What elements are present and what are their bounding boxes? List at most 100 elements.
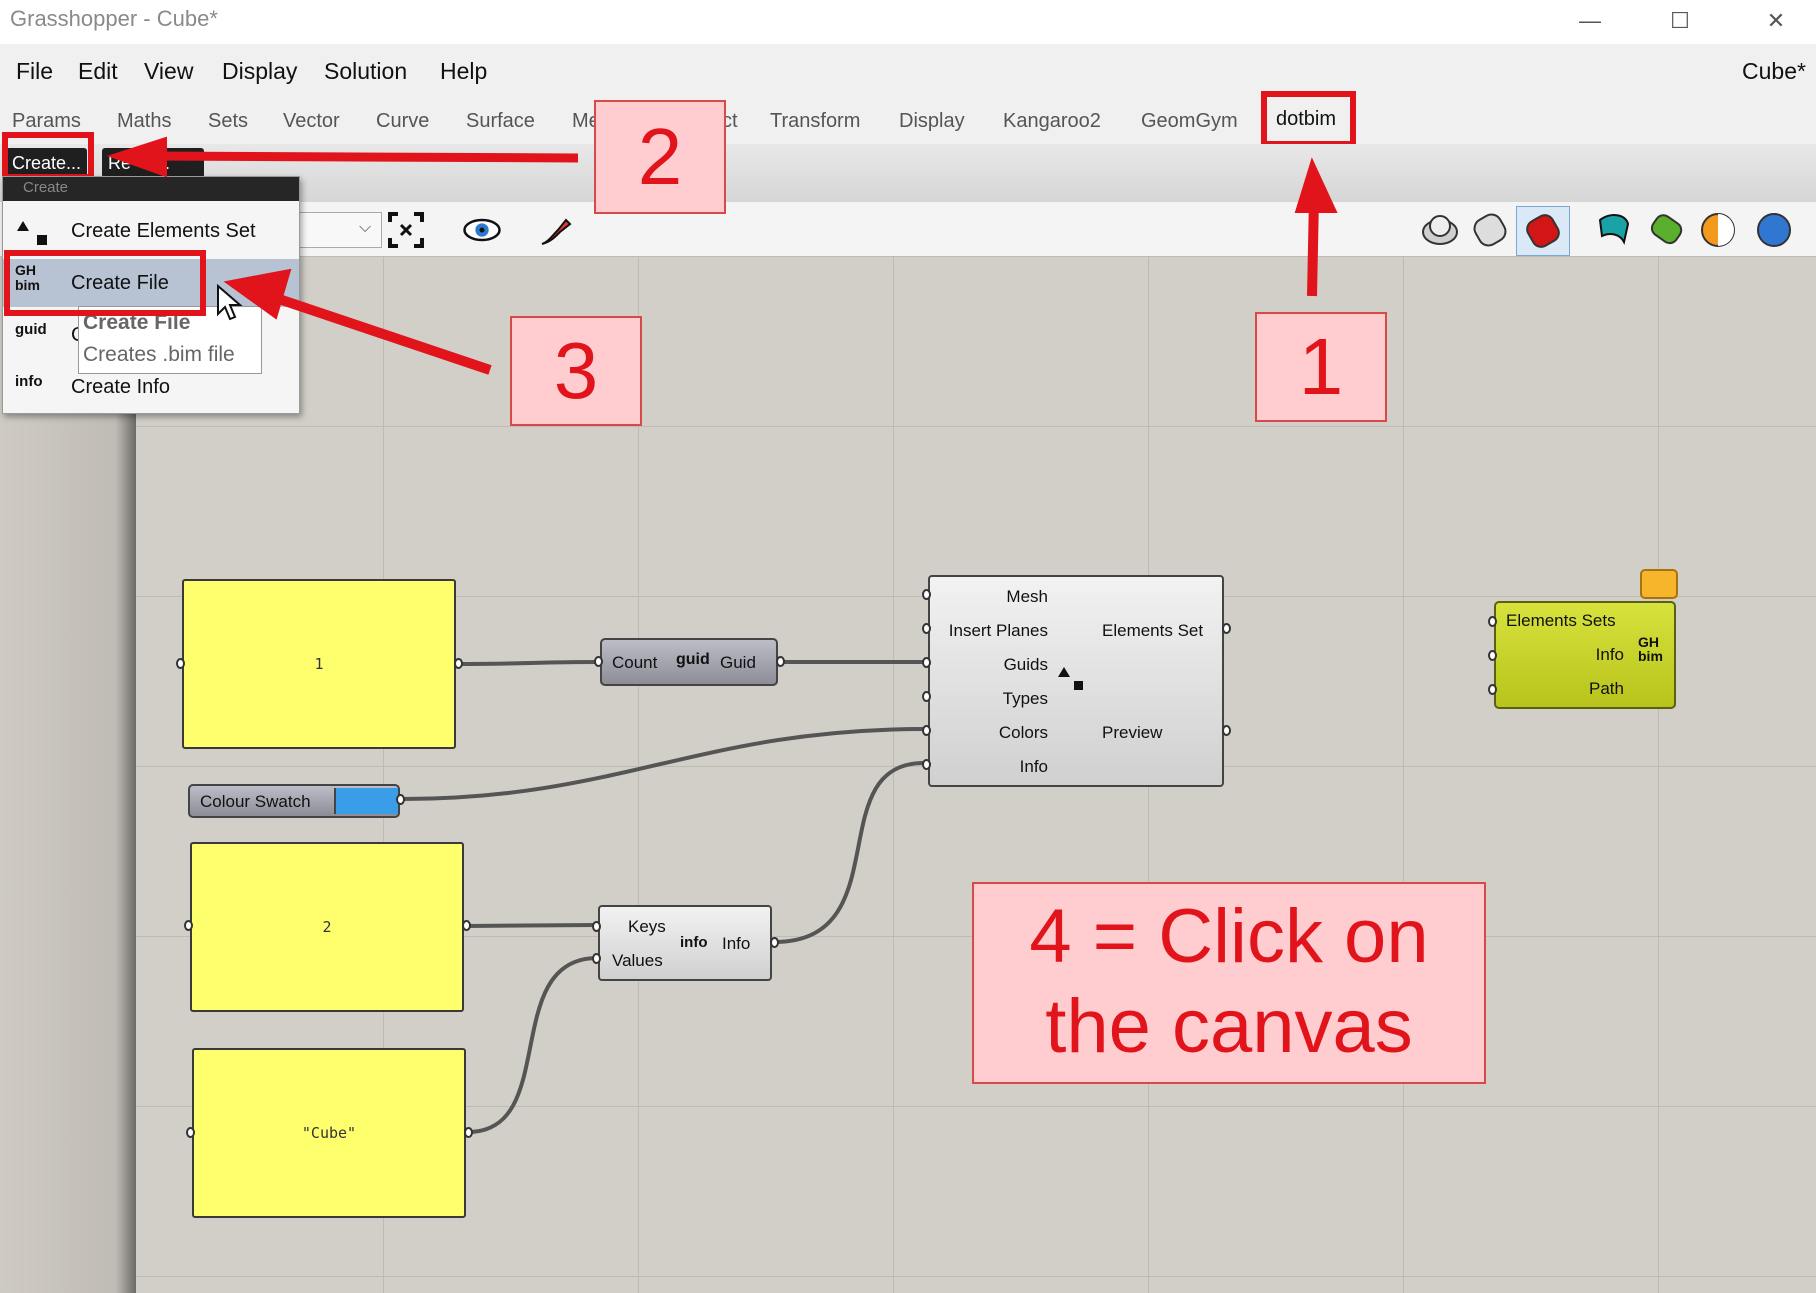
menu-display[interactable]: Display — [222, 58, 298, 84]
title-bar: Grasshopper - Cube* — ☐ ✕ — [0, 0, 1816, 44]
tab-mesh[interactable]: Me — [572, 110, 600, 132]
tab-kangaroo2[interactable]: Kangaroo2 — [1003, 110, 1101, 132]
preview-selected-icon — [1526, 214, 1560, 248]
menu-create-elements-set[interactable]: Create Elements Set — [3, 207, 299, 255]
callout-step-4: 4 = Click on the canvas — [972, 882, 1486, 1084]
minimize-button[interactable]: — — [1579, 8, 1601, 33]
guid-node-output-port[interactable] — [776, 656, 785, 667]
tooltip-title: Create File — [83, 311, 191, 334]
colour-swatch-color[interactable] — [334, 788, 398, 814]
canvas-left-shadow — [0, 256, 136, 1293]
highlight-dotbim-tab — [1261, 91, 1356, 147]
guid-icon: guid — [15, 321, 47, 338]
gh-bim-icon: GH bim — [15, 262, 40, 293]
elements-set-icon — [1058, 667, 1083, 690]
panel2-input-port[interactable] — [184, 920, 193, 931]
tab-transform[interactable]: Transform — [770, 110, 861, 132]
input-insert-planes-port[interactable] — [922, 623, 931, 634]
zoom-combo[interactable]: ⌵ — [296, 212, 382, 248]
menu-solution[interactable]: Solution — [324, 58, 408, 84]
green-mesh-icon[interactable] — [1646, 210, 1686, 250]
guid-node-input-label: Count — [612, 653, 658, 672]
warning-balloon-icon[interactable] — [1640, 569, 1678, 599]
panel3-input-port[interactable] — [186, 1127, 195, 1138]
panel1-input-port[interactable] — [176, 658, 185, 669]
sketch-pen-icon[interactable] — [536, 210, 576, 250]
read-group-button[interactable]: Re... — [102, 148, 204, 178]
create-elements-set-node[interactable]: Mesh Insert Planes Guids Types Colors In… — [928, 575, 1224, 787]
bim-input-elements-sets-port[interactable] — [1488, 616, 1497, 627]
bim-input-info-port[interactable] — [1488, 650, 1497, 661]
menu-create-elements-set-label: Create Elements Set — [71, 220, 256, 242]
panel3-output-port[interactable] — [464, 1127, 473, 1138]
bim-input-path-port[interactable] — [1488, 684, 1497, 695]
menu-file[interactable]: File — [16, 58, 54, 84]
orange-sphere-icon[interactable] — [1698, 210, 1738, 250]
info-node-keys-label: Keys — [628, 917, 666, 936]
colour-swatch-label: Colour Swatch — [200, 792, 311, 811]
panel2-output-port[interactable] — [462, 920, 471, 931]
bim-input-path-label: Path — [1589, 679, 1624, 698]
tab-geomgym[interactable]: GeomGym — [1141, 110, 1238, 132]
blue-polysurface-icon[interactable] — [1754, 210, 1794, 250]
callout-step-1: 1 — [1255, 312, 1387, 422]
component-tabs: Params Maths Sets Vector Curve Surface M… — [0, 94, 1816, 145]
menu-create-info-label: Create Info — [71, 376, 170, 398]
callout-step-4-line1: 4 = Click on — [1029, 894, 1429, 979]
teal-surface-icon[interactable] — [1594, 210, 1634, 250]
preview-wireframe-icon[interactable] — [1420, 210, 1460, 250]
output-elements-set-port[interactable] — [1222, 623, 1231, 634]
number-panel-2[interactable]: 2 — [190, 842, 464, 1012]
guid-icon: guid — [676, 651, 710, 668]
number-panel-1[interactable]: 1 — [182, 579, 456, 749]
info-icon: info — [15, 373, 43, 390]
create-file-tooltip: Create File Creates .bim file — [78, 306, 262, 374]
info-node-values-label: Values — [612, 951, 663, 970]
input-colors-port[interactable] — [922, 725, 931, 736]
create-info-node[interactable]: Keys Values info Info — [598, 905, 772, 981]
zoom-extents-icon[interactable] — [386, 210, 426, 250]
info-node-keys-port[interactable] — [592, 921, 601, 932]
menu-create-info[interactable]: info Create Info — [3, 363, 299, 411]
bim-input-info-label: Info — [1595, 645, 1624, 664]
menu-view[interactable]: View — [144, 58, 194, 84]
colour-swatch-node[interactable]: Colour Swatch — [188, 784, 400, 818]
preview-selected-toggle[interactable] — [1516, 206, 1570, 256]
create-file-node[interactable]: Elements Sets Info Path GH bim — [1494, 601, 1676, 709]
read-group-label-suffix: ... — [155, 153, 171, 173]
info-node-output-port[interactable] — [770, 937, 779, 948]
tab-display[interactable]: Display — [899, 110, 965, 132]
close-button[interactable]: ✕ — [1766, 8, 1786, 33]
input-colors-label: Colors — [998, 723, 1048, 742]
tab-sets[interactable]: Sets — [208, 110, 249, 132]
tab-curve[interactable]: Curve — [376, 110, 430, 132]
colour-swatch-output-port[interactable] — [396, 794, 405, 805]
maximize-button[interactable]: ☐ — [1670, 8, 1690, 33]
tab-surface[interactable]: Surface — [466, 110, 535, 132]
text-panel-cube[interactable]: "Cube" — [192, 1048, 466, 1218]
gh-bim-icon: GH bim — [1638, 634, 1663, 664]
guid-count-node[interactable]: Count guid Guid — [600, 638, 778, 686]
tab-params[interactable]: Params — [12, 110, 81, 132]
output-preview-port[interactable] — [1222, 725, 1231, 736]
info-icon: info — [680, 934, 708, 951]
tab-maths[interactable]: Maths — [117, 110, 172, 132]
output-elements-set-label: Elements Set — [1102, 621, 1204, 640]
input-types-port[interactable] — [922, 691, 931, 702]
tab-vector[interactable]: Vector — [283, 110, 340, 132]
tab-dotbim[interactable]: dotbim — [1276, 108, 1337, 130]
panel1-output-port[interactable] — [454, 658, 463, 669]
preview-eye-icon[interactable] — [462, 210, 502, 250]
create-group-button[interactable]: Create... — [6, 148, 88, 178]
document-name: Cube* — [1742, 58, 1806, 84]
guid-node-input-port[interactable] — [594, 656, 603, 667]
info-node-values-port[interactable] — [592, 953, 601, 964]
input-guids-port[interactable] — [922, 657, 931, 668]
read-group-label: Re — [108, 153, 132, 173]
input-mesh-port[interactable] — [922, 589, 931, 600]
input-info-port[interactable] — [922, 759, 931, 770]
highlight-create-file — [4, 250, 206, 316]
menu-edit[interactable]: Edit — [78, 58, 118, 84]
preview-shaded-icon[interactable] — [1470, 210, 1510, 250]
menu-help[interactable]: Help — [440, 58, 488, 84]
